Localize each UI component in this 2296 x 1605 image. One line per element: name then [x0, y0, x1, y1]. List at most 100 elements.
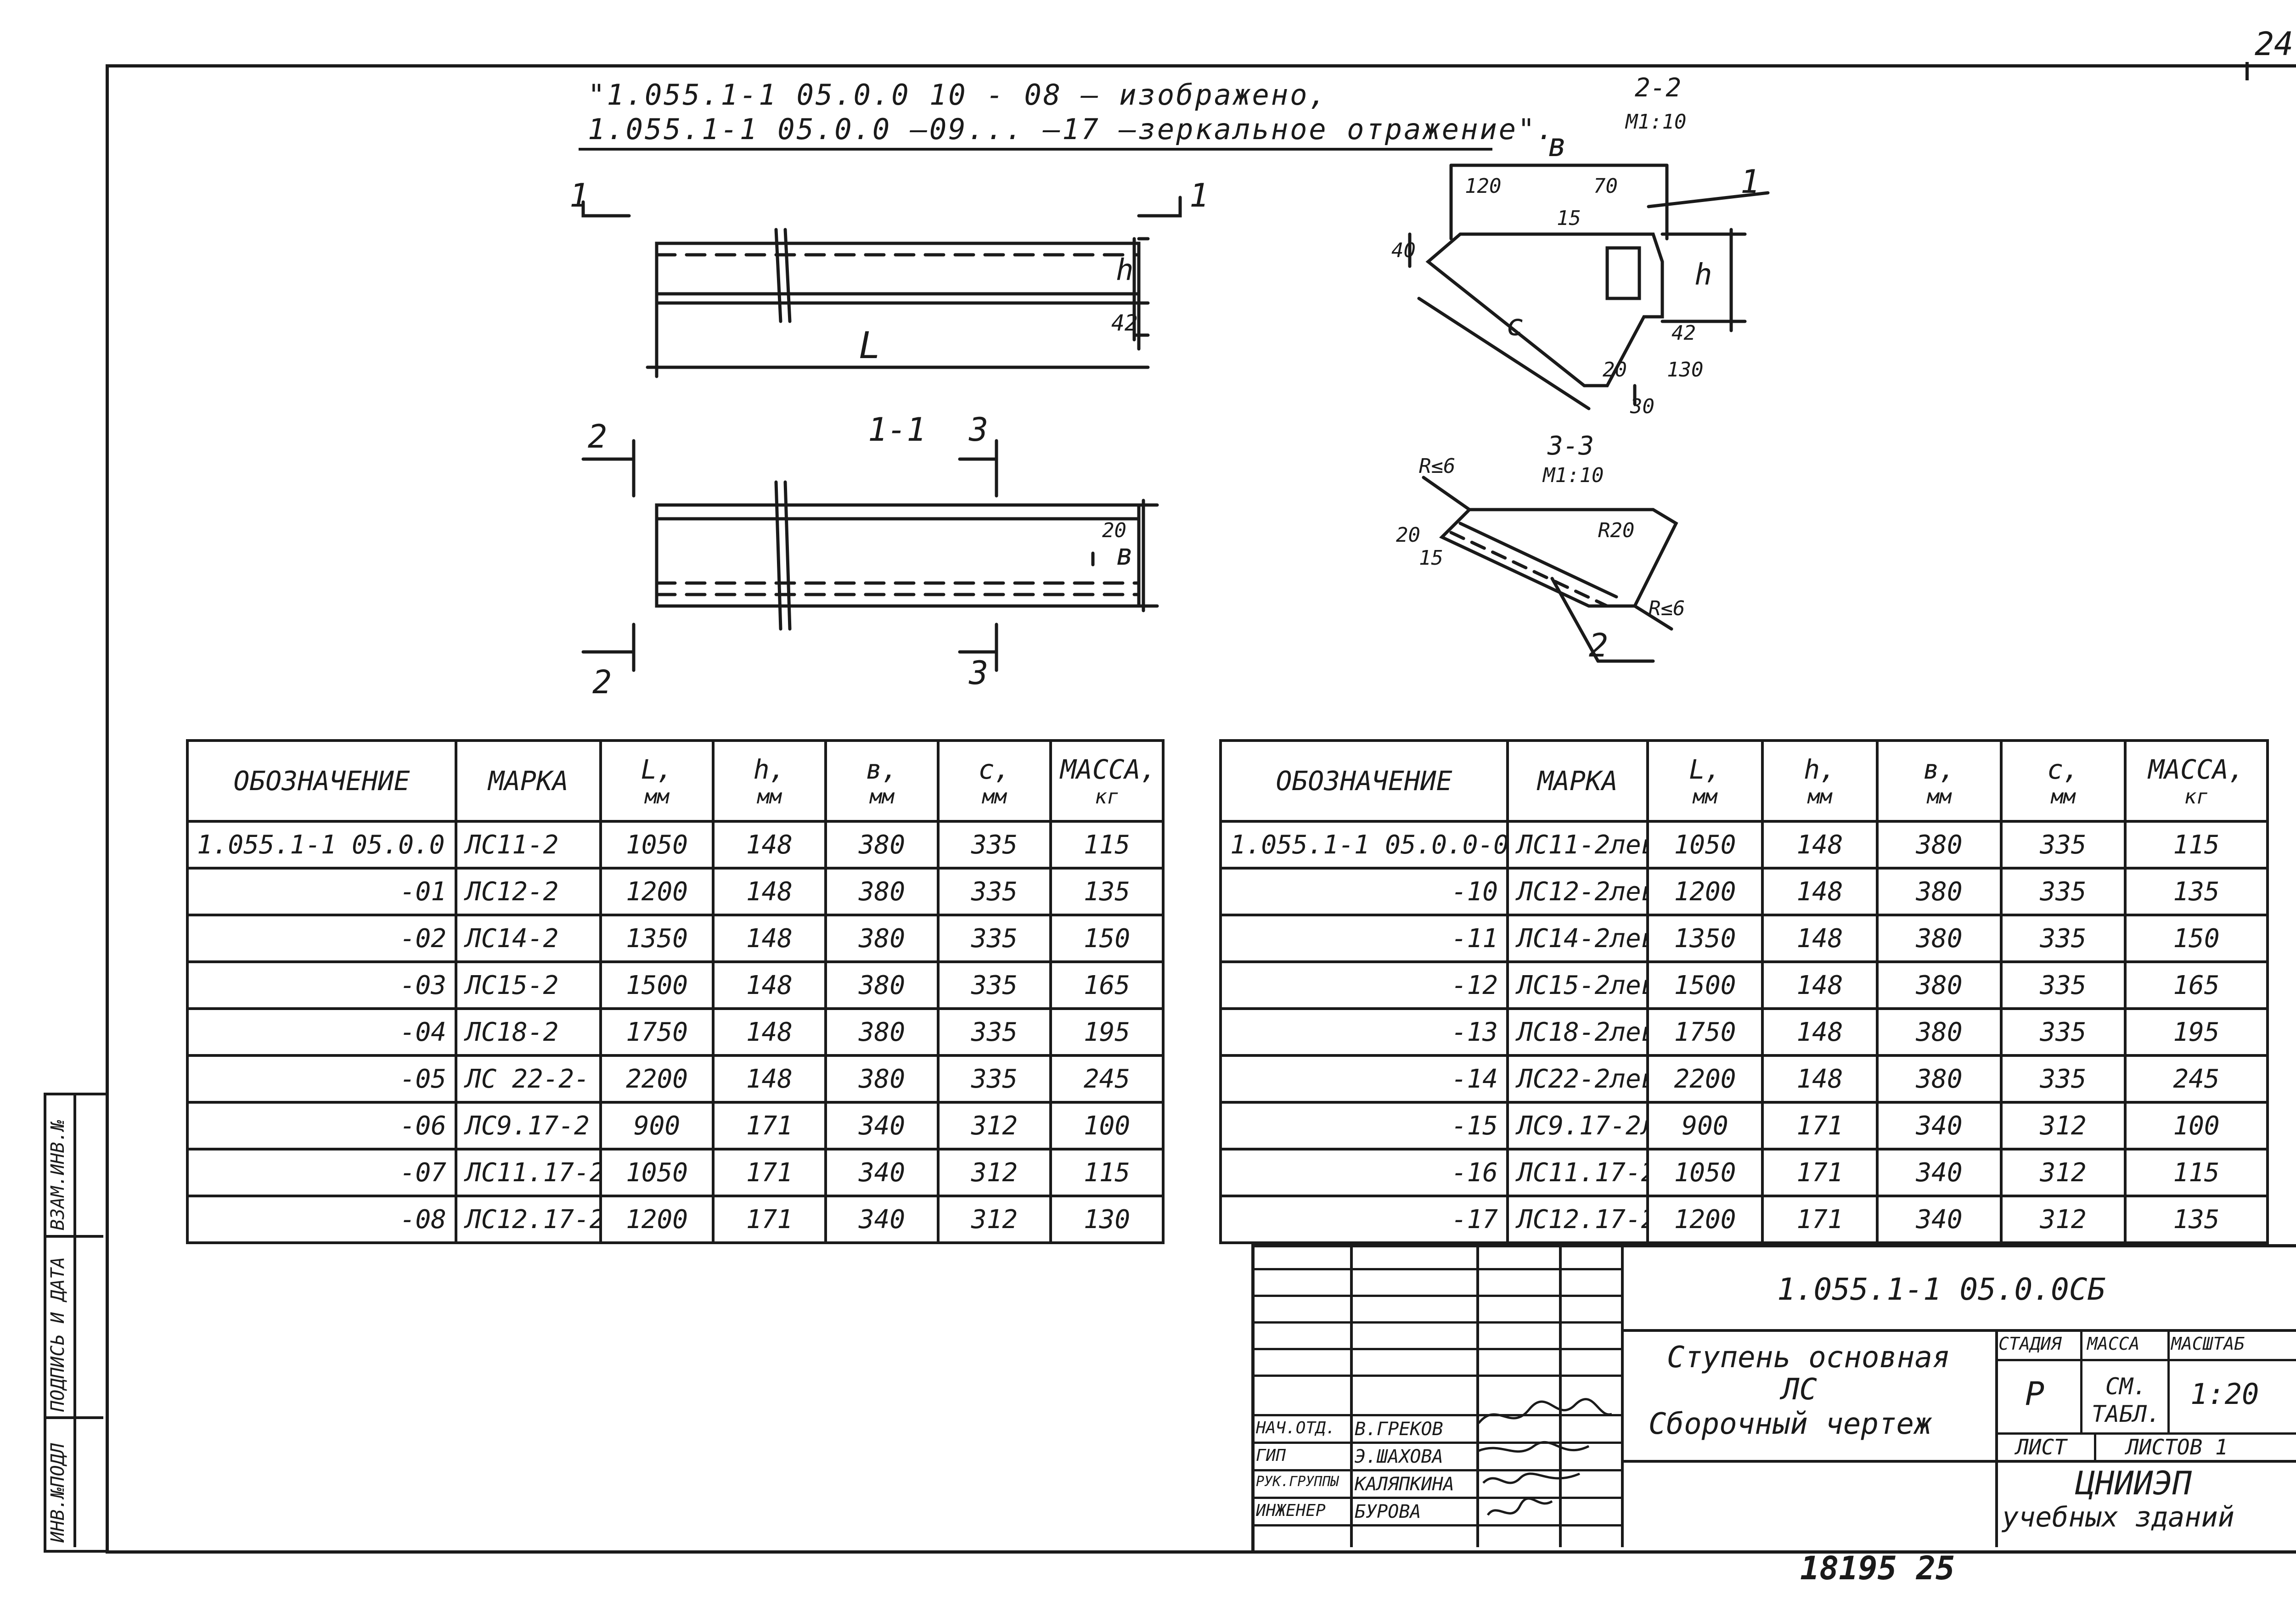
cell-mark: ЛС 22-2- — [455, 1054, 602, 1104]
label-B: в — [1548, 126, 1567, 164]
cell-value: 335 — [2000, 820, 2127, 870]
cell-value: 900 — [599, 1101, 715, 1150]
mass-value: СМ. ТАБЛ. — [2091, 1373, 2161, 1427]
cell-value: 115 — [1049, 820, 1165, 870]
cell-value: 195 — [2124, 1007, 2269, 1057]
label-120: 120 — [1465, 174, 1501, 198]
label-sec2: 2 — [588, 418, 607, 455]
cell-value: 1200 — [599, 1195, 715, 1244]
cell-mark: ЛС9.17-2 — [455, 1101, 602, 1150]
org-line-1: ЦНИИЭП — [2076, 1465, 2192, 1502]
cell-value: 165 — [2124, 960, 2269, 1010]
label-42b: 42 — [1671, 321, 1696, 345]
cell-value: 1350 — [1646, 914, 1764, 963]
cell-value: 245 — [1049, 1054, 1165, 1104]
cell-value: 1200 — [1646, 867, 1764, 916]
label-r20: R20 — [1598, 519, 1634, 542]
cell-mark: ЛС11-2лев — [1506, 820, 1649, 870]
side-stamp-sign: ПОДПИСЬ И ДАТА — [47, 1257, 68, 1412]
cell-value: 335 — [937, 867, 1052, 916]
label-20b: 20 — [1603, 358, 1627, 382]
cell-value: 380 — [824, 960, 940, 1010]
cell-value: 1050 — [1646, 820, 1764, 870]
cell-value: 380 — [1876, 820, 2003, 870]
cell-value: 340 — [1876, 1148, 2003, 1197]
cell-value: 135 — [2124, 867, 2269, 916]
col-b: в,мм — [824, 739, 940, 823]
label-42: 42 — [1111, 310, 1138, 336]
label-15c: 15 — [1419, 546, 1443, 570]
cell-value: 115 — [2124, 820, 2269, 870]
cell-value: 100 — [2124, 1101, 2269, 1150]
cell-value: 171 — [712, 1148, 827, 1197]
label-L: L — [859, 324, 881, 367]
cell-value: 335 — [2000, 1054, 2127, 1104]
cell-value: 1200 — [599, 867, 715, 916]
cell-value: 380 — [824, 867, 940, 916]
cell-value: 148 — [712, 914, 827, 963]
cell-mark: ЛС18-2лев — [1506, 1007, 1649, 1057]
spec-table-right: ОБОЗНАЧЕНИЕ МАРКА L,мм h,мм в,мм с,мм МА… — [1219, 739, 2269, 1244]
label-r6b: R≤6 — [1649, 597, 1685, 620]
cell-value: 380 — [1876, 867, 2003, 916]
cell-value: 900 — [1646, 1101, 1764, 1150]
cell-value: 312 — [2000, 1101, 2127, 1150]
cell-value: 148 — [712, 820, 827, 870]
person-role: ГИП — [1256, 1446, 1286, 1465]
col-mass: МАССА,кг — [2124, 739, 2269, 823]
person-role: НАЧ.ОТД. — [1256, 1419, 1336, 1437]
label-sec33: 3-3 — [1547, 431, 1594, 461]
col-c: с,мм — [2000, 739, 2127, 823]
cell-value: 150 — [1049, 914, 1165, 963]
label-h: h — [1116, 253, 1134, 287]
drawing-frame — [106, 64, 2296, 1554]
side-stamp-replace: ВЗАМ.ИНВ.№ — [47, 1120, 68, 1230]
cell-value: 1050 — [1646, 1148, 1764, 1197]
cell-value: 245 — [2124, 1054, 2269, 1104]
col-designation: ОБОЗНАЧЕНИЕ — [186, 739, 457, 823]
label-30: 30 — [1630, 395, 1654, 418]
col-mark: МАРКА — [455, 739, 602, 823]
person-name: КАЛЯПКИНА — [1355, 1474, 1454, 1495]
cell-value: 1350 — [599, 914, 715, 963]
cell-value: 1750 — [599, 1007, 715, 1057]
cell-value: 135 — [1049, 867, 1165, 916]
cell-designation: -15 — [1219, 1101, 1509, 1150]
section-view-body — [655, 503, 1141, 608]
cell-mark: ЛС9.17-2лев — [1506, 1101, 1649, 1150]
cell-value: 335 — [937, 820, 1052, 870]
title-line-3: Сборочный чертеж — [1649, 1407, 1932, 1441]
col-mark: МАРКА — [1506, 739, 1649, 823]
cell-value: 335 — [937, 1054, 1052, 1104]
label-20: 20 — [1102, 519, 1126, 542]
label-b: в — [1116, 538, 1134, 572]
side-stamp-inv: ИНВ.№ПОДЛ — [47, 1443, 68, 1543]
person-role: РУК.ГРУППЫ — [1256, 1474, 1339, 1490]
label-c: c — [1506, 309, 1524, 342]
sheets-label: ЛИСТОВ 1 — [2126, 1435, 2228, 1459]
cell-value: 1500 — [1646, 960, 1764, 1010]
label-20c: 20 — [1396, 523, 1420, 547]
cell-value: 2200 — [1646, 1054, 1764, 1104]
cell-designation: -11 — [1219, 914, 1509, 963]
label-sec11: 1-1 — [868, 411, 926, 449]
col-h: h,мм — [1761, 739, 1879, 823]
cell-value: 1200 — [1646, 1195, 1764, 1244]
person-name: БУРОВА — [1355, 1501, 1421, 1522]
cell-value: 312 — [937, 1148, 1052, 1197]
person-name: В.ГРЕКОВ — [1355, 1419, 1443, 1440]
cell-designation: -01 — [186, 867, 457, 916]
cell-value: 380 — [1876, 960, 2003, 1010]
cell-designation: -16 — [1219, 1148, 1509, 1197]
col-c: с,мм — [937, 739, 1052, 823]
label-40: 40 — [1391, 239, 1416, 262]
label-pos2: 2 — [1589, 627, 1608, 664]
